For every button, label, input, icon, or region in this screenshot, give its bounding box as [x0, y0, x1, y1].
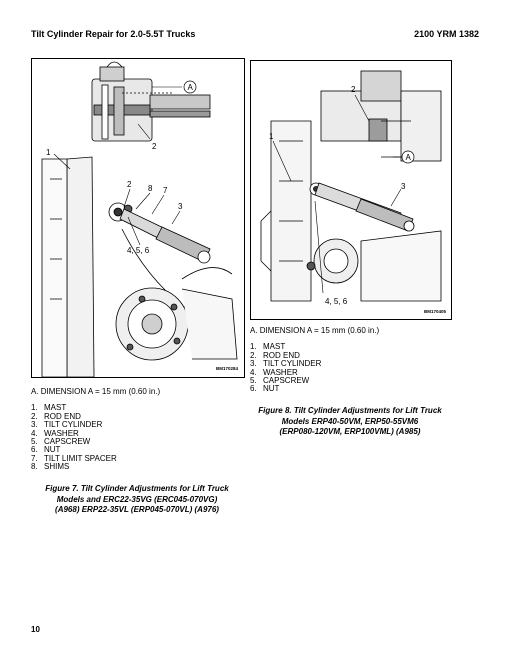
- figure-7-legend: A. DIMENSION A = 15 mm (0.60 in.) 1.MAST…: [31, 387, 161, 472]
- callout-456: 4, 5, 6: [325, 297, 348, 306]
- figure-8-illustration: 2 1 A 3 4, 5, 6 BM170405: [250, 60, 452, 320]
- callout-a: A: [188, 83, 194, 92]
- callout-3: 3: [401, 182, 406, 191]
- legend-item: 2.ROD END: [31, 411, 81, 421]
- legend-item: 5.CAPSCREW: [31, 437, 91, 447]
- callout-1: 1: [269, 132, 274, 141]
- legend-item: 8.SHIMS: [31, 462, 70, 472]
- legend-item: 4.WASHER: [250, 367, 298, 377]
- callout-2: 2: [351, 85, 356, 94]
- legend-item: 3.TILT CYLINDER: [250, 359, 322, 369]
- figure-7-caption: Figure 7. Tilt Cylinder Adjustments for …: [45, 484, 229, 514]
- legend-item: 4.WASHER: [31, 428, 79, 438]
- legend-item: 3.TILT CYLINDER: [31, 420, 103, 430]
- figure-7-image-id: BM170284: [215, 366, 238, 371]
- figure-8-dimension-note: A. DIMENSION A = 15 mm (0.60 in.): [250, 326, 380, 335]
- callout-2-top: 2: [152, 142, 157, 151]
- legend-item: 7.TILT LIMIT SPACER: [31, 453, 117, 463]
- figure-7-dimension-note: A. DIMENSION A = 15 mm (0.60 in.): [31, 387, 161, 396]
- legend-item: 6.NUT: [250, 384, 280, 394]
- callout-1: 1: [46, 148, 51, 157]
- callout-456: 4, 5, 6: [127, 246, 150, 255]
- document-number: 2100 YRM 1382: [414, 29, 479, 39]
- legend-item: 1.MAST: [31, 403, 67, 413]
- figure-8-caption: Figure 8. Tilt Cylinder Adjustments for …: [258, 406, 442, 436]
- legend-item: 6.NUT: [31, 445, 61, 455]
- legend-item: 2.ROD END: [250, 350, 300, 360]
- callout-7: 7: [163, 186, 168, 195]
- page-number: 10: [31, 625, 40, 634]
- callout-2: 2: [127, 180, 132, 189]
- figure-7-drawing: A 2 1 2 8 7 3 4, 5, 6: [41, 61, 238, 377]
- header-title: Tilt Cylinder Repair for 2.0-5.5T Trucks: [31, 29, 196, 39]
- callout-3: 3: [178, 202, 183, 211]
- callout-a: A: [406, 153, 412, 162]
- figure-8-drawing: 2 1 A 3 4, 5, 6: [260, 70, 442, 306]
- legend-item: 5.CAPSCREW: [250, 376, 310, 386]
- figure-8-legend: A. DIMENSION A = 15 mm (0.60 in.) 1.MAST…: [250, 326, 380, 394]
- callout-8: 8: [148, 184, 153, 193]
- legend-item: 1.MAST: [250, 342, 286, 352]
- figure-8-image-id: BM170405: [423, 309, 446, 314]
- figure-7-illustration: A 2 1 2 8 7 3 4, 5, 6 BM170284: [31, 58, 245, 378]
